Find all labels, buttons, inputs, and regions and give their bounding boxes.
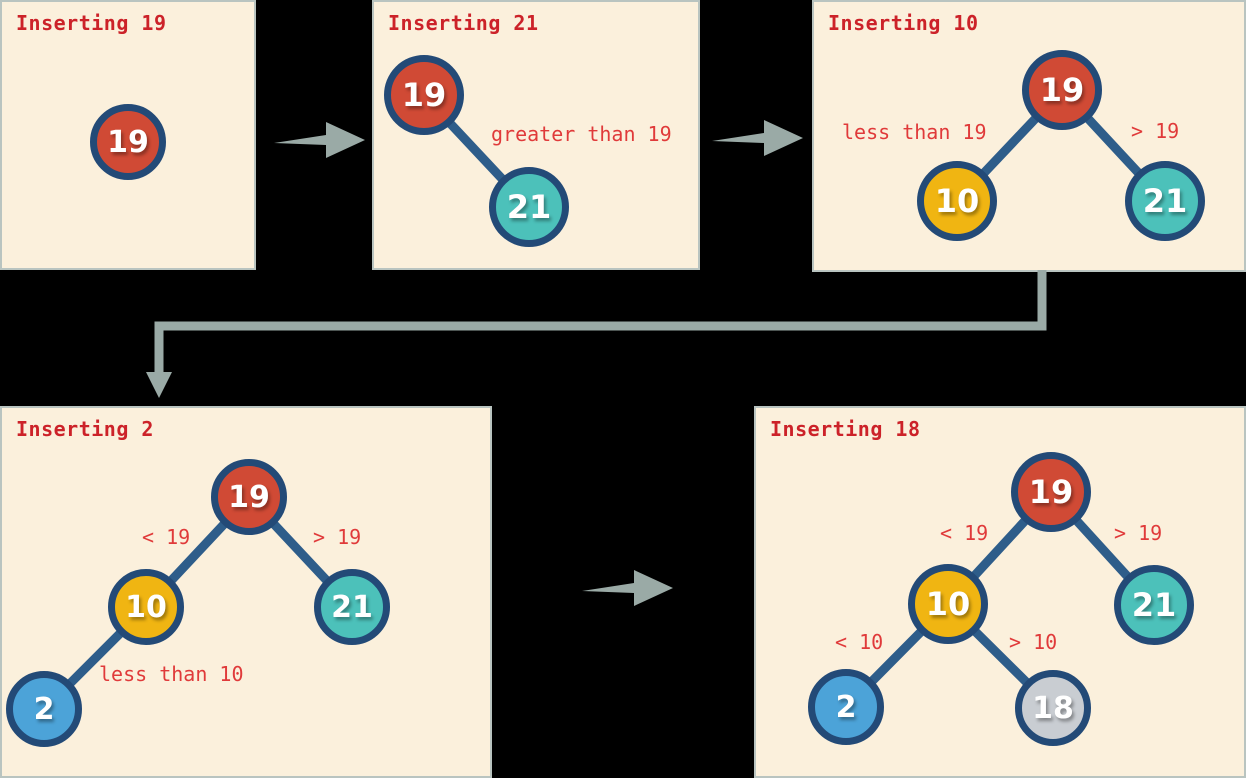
tree-node-10: 10: [108, 569, 184, 645]
edge-label: greater than 19: [491, 122, 672, 146]
tree-node-19: 19: [90, 104, 166, 180]
tree-node-10: 10: [917, 161, 997, 241]
panel-title: Inserting 21: [388, 11, 539, 35]
tree-node-21: 21: [1114, 565, 1194, 645]
edge-label: less than 19: [842, 120, 987, 144]
edge-label: > 10: [1009, 630, 1058, 654]
tree-node-2: 2: [808, 669, 884, 745]
tree-node-21: 21: [1125, 161, 1205, 241]
tree-node-19: 19: [211, 459, 287, 535]
edge-label: less than 10: [99, 662, 244, 686]
arrow-panel1-to-panel2: [274, 122, 365, 158]
panel-title: Inserting 2: [16, 417, 154, 441]
tree-node-2: 2: [6, 671, 82, 747]
tree-node-19: 19: [384, 55, 464, 135]
tree-node-18: 18: [1015, 670, 1091, 746]
tree-node-19: 19: [1011, 452, 1091, 532]
tree-graphic: greater than 19 19 21: [374, 2, 698, 268]
panel-3: Inserting 10 less than 19 > 19 19 10 21: [812, 0, 1246, 272]
edge-label: < 19: [142, 525, 191, 549]
tree-node-21: 21: [314, 569, 390, 645]
panel-title: Inserting 10: [828, 11, 979, 35]
edge-label: < 10: [835, 630, 884, 654]
panel-title: Inserting 19: [16, 11, 167, 35]
edge-label: > 19: [1114, 521, 1163, 545]
connector-panel3-to-panel4: [146, 270, 1047, 398]
tree-graphic: < 19 > 19 < 10 > 10 19 10 21 2 18: [756, 408, 1244, 776]
panel-2: Inserting 21 greater than 19 19 21: [372, 0, 700, 270]
tree-node-21: 21: [489, 167, 569, 247]
panel-title: Inserting 18: [770, 417, 921, 441]
edge-label: > 19: [313, 525, 362, 549]
tree-node-10: 10: [908, 564, 988, 644]
tree-graphic: < 19 > 19 less than 10 19 10 21 2: [2, 408, 490, 776]
panel-1: Inserting 19 19: [0, 0, 256, 270]
panel-5: Inserting 18 < 19 > 19 < 10 > 10 19 10 21 2 18: [754, 406, 1246, 778]
tree-graphic: 19: [2, 2, 254, 268]
edge-label: > 19: [1131, 119, 1180, 143]
arrow-panel4-to-panel5: [582, 570, 673, 606]
arrow-panel2-to-panel3: [712, 120, 803, 156]
panel-4: Inserting 2 < 19 > 19 less than 10 19 10 21 2: [0, 406, 492, 778]
edge-label: < 19: [940, 521, 989, 545]
tree-node-19: 19: [1022, 50, 1102, 130]
tree-graphic: less than 19 > 19 19 10 21: [814, 2, 1244, 270]
